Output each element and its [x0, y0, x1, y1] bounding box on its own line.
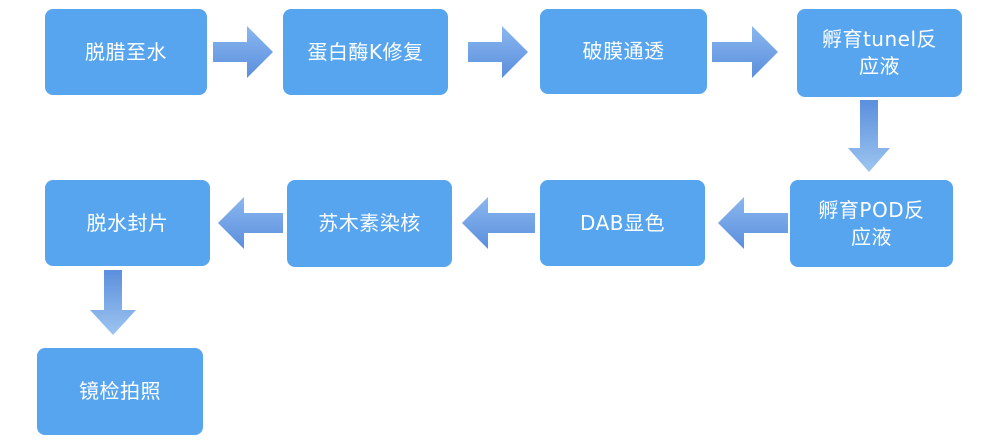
arrow-left-3 [218, 197, 283, 249]
step-hematoxylin-stain: 苏木素染核 [287, 180, 452, 267]
step-dewax-to-water: 脱腊至水 [45, 9, 207, 95]
step-membrane-permeabilize: 破膜通透 [540, 9, 707, 94]
step-dehydrate-mount: 脱水封片 [45, 180, 210, 266]
arrow-right-2 [468, 26, 528, 78]
arrow-right-1 [213, 26, 273, 78]
arrow-down-2 [90, 270, 136, 335]
step-incubate-tunel: 孵育tunel反 应液 [797, 9, 962, 97]
arrow-left-2 [462, 197, 535, 249]
step-dab-color: DAB显色 [540, 180, 705, 266]
arrow-left-1 [718, 197, 788, 249]
step-incubate-pod: 孵育POD反 应液 [790, 180, 953, 267]
arrow-down-1 [848, 100, 890, 172]
arrow-right-3 [712, 26, 778, 78]
step-microscopy-photo: 镜检拍照 [37, 348, 203, 435]
step-proteinase-k-repair: 蛋白酶K修复 [283, 9, 448, 95]
